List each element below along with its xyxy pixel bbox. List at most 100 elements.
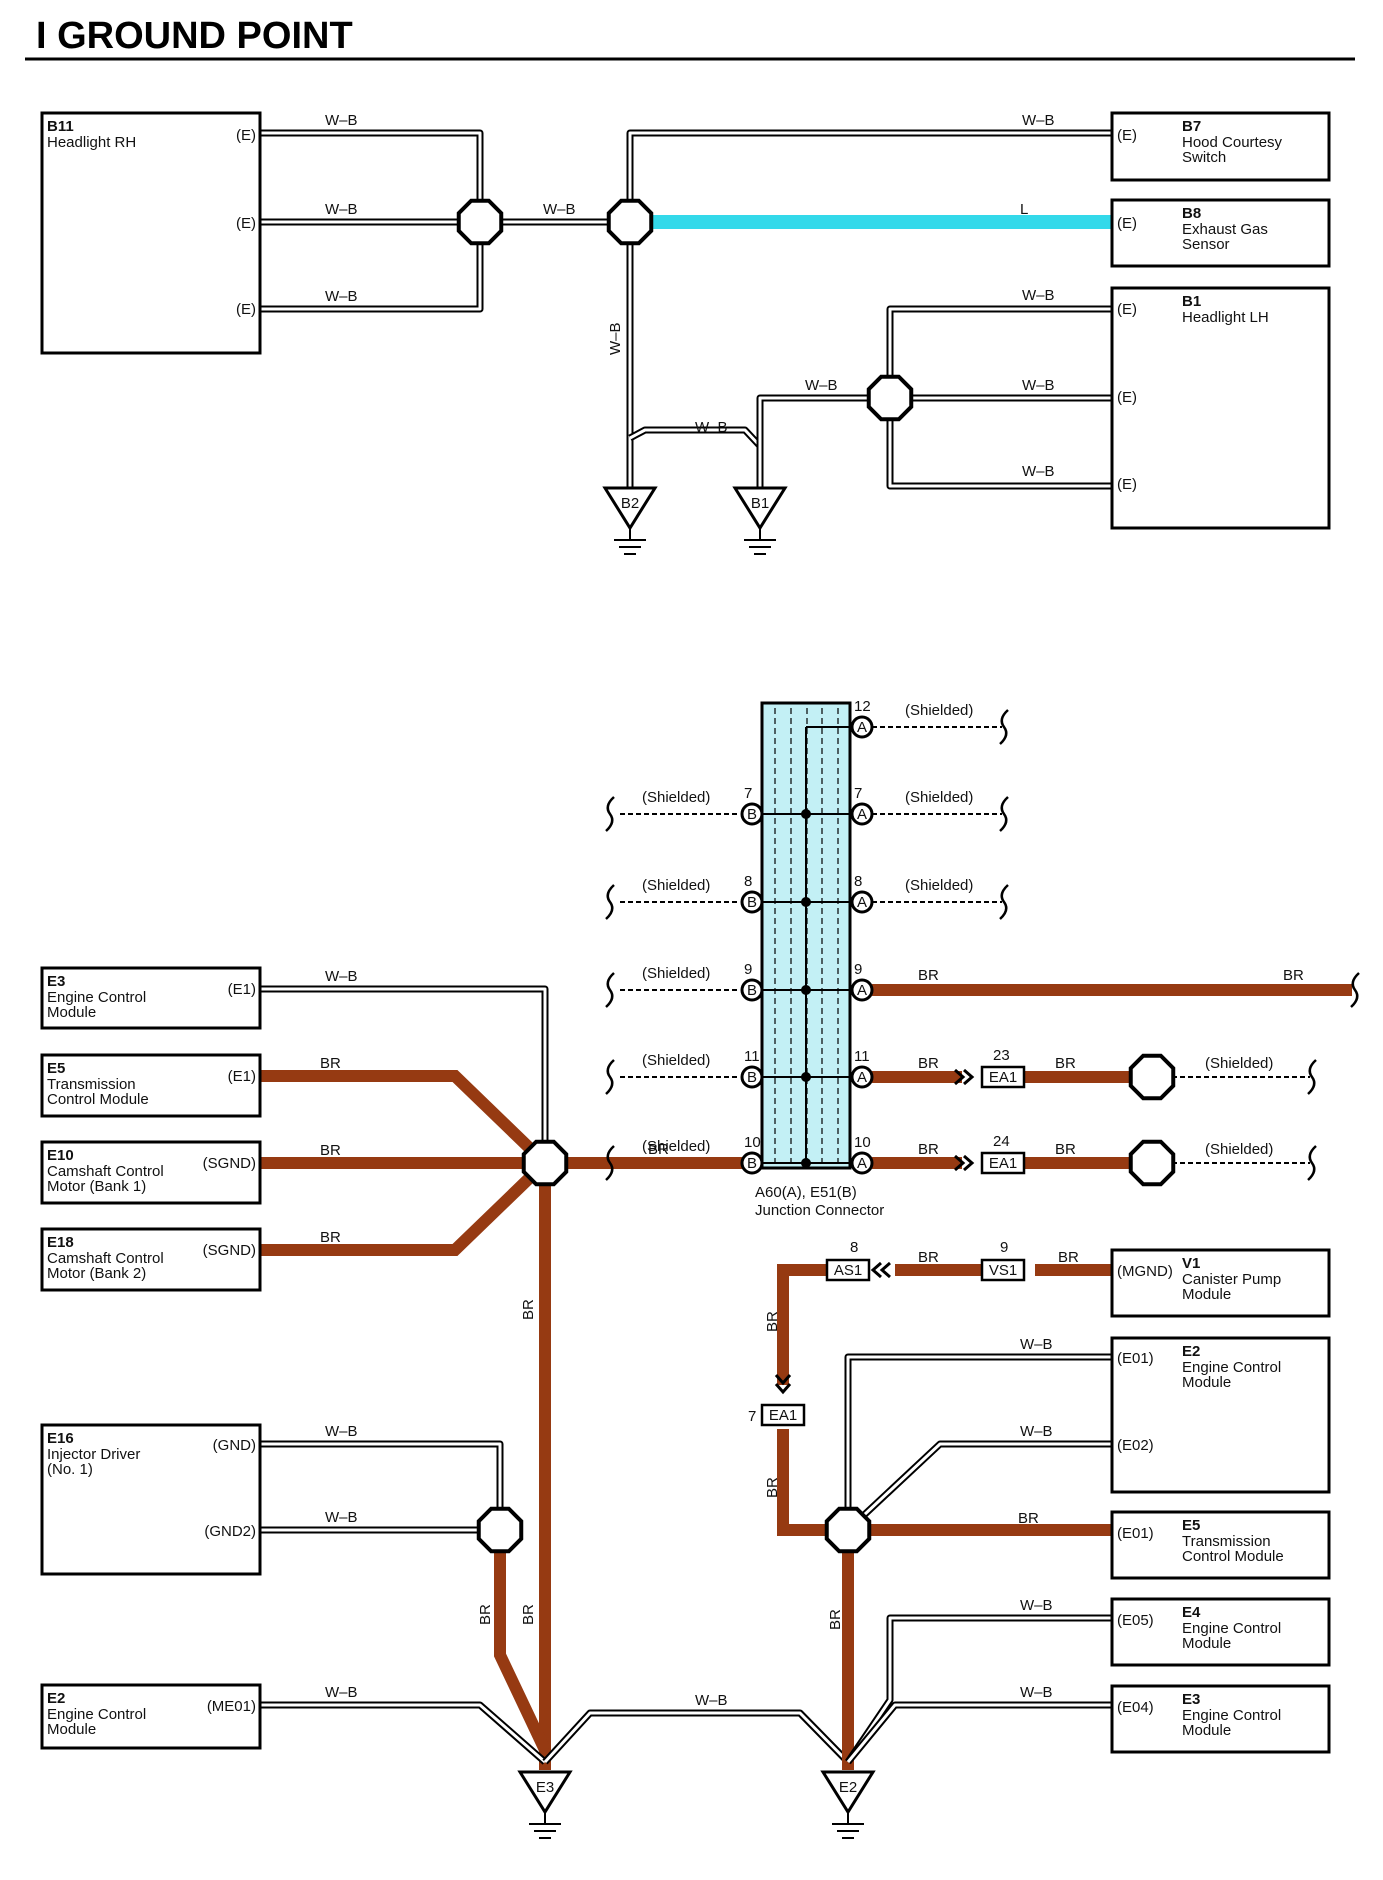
component-name: E2 (47, 1690, 65, 1707)
wire-label-vertical: BR (477, 1604, 494, 1625)
component-name: E5 (1182, 1517, 1200, 1534)
pin-number: 8 (744, 873, 752, 890)
shielded-label: (Shielded) (905, 877, 973, 894)
component-desc: Camshaft Control (47, 1250, 164, 1267)
component-desc: Module (1182, 1286, 1231, 1303)
component-desc: Headlight LH (1182, 309, 1269, 326)
component-desc: Hood Courtesy (1182, 134, 1283, 151)
pin-label: (E1) (228, 1068, 256, 1085)
wire-label-vertical: W–B (607, 322, 624, 355)
label: (Shielded) (1205, 1055, 1273, 1072)
ground-b2-label: B2 (621, 495, 639, 512)
pin-number: 9 (744, 961, 752, 978)
component-desc: Transmission (1182, 1533, 1271, 1550)
wire-wb (756, 394, 1112, 488)
ground-e2-label: E2 (839, 1779, 857, 1796)
wire-wb (542, 1709, 851, 1765)
label: W–B (1020, 1684, 1053, 1701)
label: W–B (325, 1423, 358, 1440)
wire-wb-inner (846, 1442, 1112, 1532)
wire-label-vertical: BR (520, 1299, 537, 1320)
splice-e3-main (521, 1139, 569, 1187)
wire-wb-inner (758, 396, 1112, 488)
wire-wb (260, 129, 484, 222)
inline-connector-as1-label: AS1 (834, 1262, 862, 1279)
wire-break (1307, 1059, 1317, 1095)
wire-wb-inner (628, 131, 1112, 488)
connector-letter: B (747, 894, 757, 911)
wire-wb (260, 1701, 548, 1765)
pin-label: (E) (1117, 215, 1137, 232)
pin-number: 12 (854, 698, 871, 715)
wire-wb-inner (260, 1442, 502, 1530)
inline-connector-ea1-label: EA1 (989, 1155, 1017, 1172)
label: BR (918, 1141, 939, 1158)
component-desc: Module (1182, 1374, 1231, 1391)
shielded-label: (Shielded) (642, 789, 710, 806)
label: W–B (805, 377, 838, 394)
wire-wb-inner (629, 428, 762, 488)
component-name: E2 (1182, 1343, 1200, 1360)
component-desc: Sensor (1182, 236, 1230, 253)
wire-wb-inner (846, 1616, 1112, 1763)
pin-label: (E1) (228, 981, 256, 998)
component-box (1110, 286, 1331, 530)
label: W–B (695, 419, 728, 436)
component-desc: Switch (1182, 149, 1226, 166)
component-box (1110, 111, 1331, 182)
junction-dot (801, 809, 811, 819)
ground-b1 (732, 486, 788, 531)
wire-wb-inner (260, 1703, 546, 1764)
pin-number: 8 (854, 873, 862, 890)
label: BR (1055, 1141, 1076, 1158)
component-name: E5 (47, 1060, 65, 1077)
connector-letter: B (747, 806, 757, 823)
chevron-mark (870, 1261, 882, 1279)
wire-br (494, 1530, 551, 1753)
pin-label: (E) (1117, 389, 1137, 406)
component-name: B7 (1182, 118, 1201, 135)
connector-pin-circle (850, 1065, 874, 1089)
wire-break (999, 884, 1009, 920)
inline-connector-ea1 (980, 1065, 1026, 1089)
wire-wb (260, 1440, 504, 1530)
component-desc: Engine Control (1182, 1707, 1281, 1724)
connector-pin-circle (850, 715, 874, 739)
component-box (40, 1140, 262, 1205)
component-name: B8 (1182, 205, 1201, 222)
pin-label: (E04) (1117, 1699, 1154, 1716)
label: W–B (1022, 377, 1055, 394)
pin-label: (SGND) (203, 1155, 256, 1172)
label: 7 (748, 1408, 756, 1425)
component-name: V1 (1182, 1255, 1200, 1272)
connector-letter: A (857, 719, 867, 736)
pin-number: 10 (854, 1134, 871, 1151)
connector-pin-circle (740, 1151, 764, 1175)
wire-wb-inner (260, 131, 482, 222)
wire-label-vertical: BR (764, 1477, 781, 1498)
label: BR (648, 1141, 669, 1158)
wire-wb-inner (846, 1703, 1112, 1763)
pin-label: (ME01) (207, 1698, 256, 1715)
pin-label: (E05) (1117, 1612, 1154, 1629)
splice-top-right (866, 374, 914, 422)
label: 24 (993, 1133, 1010, 1150)
component-desc: Engine Control (47, 1706, 146, 1723)
component-box (1110, 1597, 1331, 1667)
wire-break (1350, 972, 1360, 1008)
connector-letter: A (857, 982, 867, 999)
inline-connector-ea1-label: EA1 (989, 1069, 1017, 1086)
splice-e16 (476, 1506, 524, 1554)
pin-label: (E01) (1117, 1525, 1154, 1542)
ground-b1-label: B1 (751, 495, 769, 512)
connector-letter: A (857, 894, 867, 911)
label: W–B (325, 1509, 358, 1526)
wire-break (605, 1059, 615, 1095)
inline-connector-ea1-v-label: EA1 (769, 1407, 797, 1424)
chevron-mark (963, 1154, 975, 1172)
wire-wb-inner (260, 987, 547, 1163)
label: W–B (325, 201, 358, 218)
connector-pin-circle (850, 890, 874, 914)
wire-break (999, 709, 1009, 745)
